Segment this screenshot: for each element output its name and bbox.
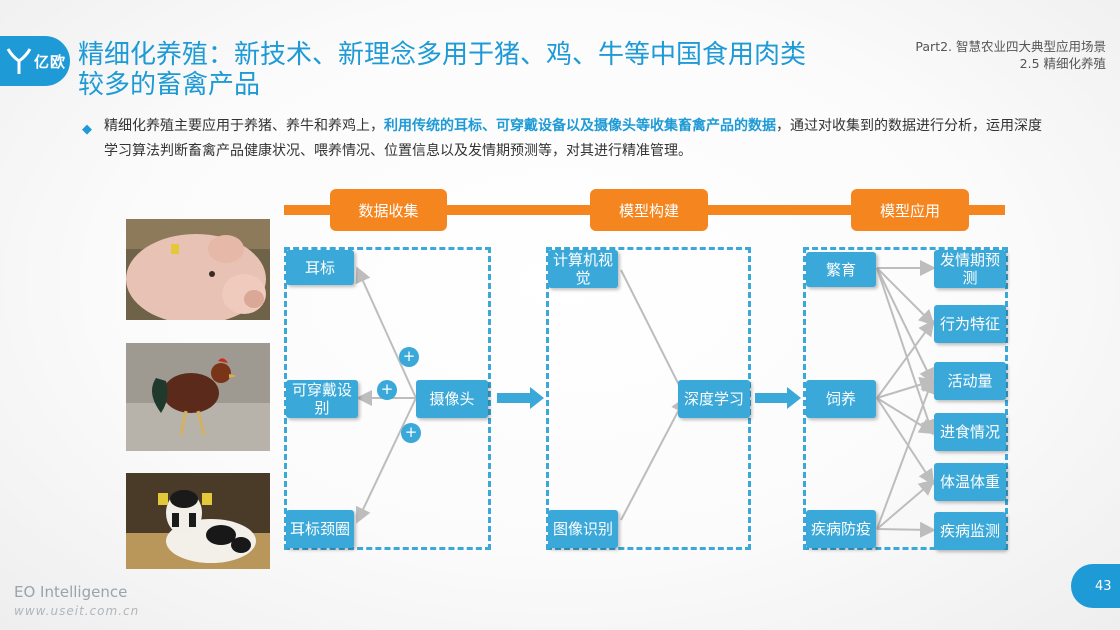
section-sub: 2.5 精细化养殖 <box>1019 56 1106 71</box>
stage-model-building: 模型构建 <box>590 189 708 231</box>
logo-mark-icon <box>6 48 32 74</box>
collect-box <box>284 247 491 550</box>
node-breeding: 繁育 <box>806 252 876 287</box>
node-disease-prevention: 疾病防疫 <box>806 510 876 548</box>
intro-paragraph: ◆ 精细化养殖主要应用于养猪、养牛和养鸡上，利用传统的耳标、可穿戴设备以及摄像头… <box>82 114 1052 164</box>
node-disease-monitoring: 疾病监测 <box>934 512 1006 550</box>
node-camera: 摄像头 <box>416 380 488 418</box>
node-behavior: 行为特征 <box>934 305 1006 343</box>
node-deep-learning: 深度学习 <box>678 380 750 418</box>
apply-box <box>803 247 1008 550</box>
intro-text-after: ，通过对收集到的数据进行分析，运用深度学习算法判断畜禽产品健康状况、喂养情况、位… <box>104 118 1042 159</box>
diamond-bullet-icon: ◆ <box>82 122 92 137</box>
title-line-2: 较多的畜禽产品 <box>78 70 261 100</box>
stage-bar-3 <box>708 205 851 215</box>
rooster-photo <box>126 343 270 451</box>
node-activity: 活动量 <box>934 362 1006 400</box>
pig-photo <box>126 219 270 320</box>
section-label: Part2. 智慧农业四大典型应用场景 2.5 精细化养殖 <box>915 38 1106 72</box>
flow-arrow-1 <box>497 387 544 409</box>
flow-arrow-2 <box>755 387 801 409</box>
intro-text-before: 精细化养殖主要应用于养猪、养牛和养鸡上， <box>104 118 384 134</box>
intro-highlight: 利用传统的耳标、可穿戴设备以及摄像头等收集畜禽产品的数据 <box>384 118 776 134</box>
node-intake: 进食情况 <box>934 413 1006 451</box>
node-ear-collar: 耳标颈圈 <box>286 510 354 548</box>
node-temperature-weight: 体温体重 <box>934 463 1006 501</box>
node-image-recognition: 图像识别 <box>548 510 618 548</box>
node-computer-vision: 计算机视觉 <box>548 250 618 288</box>
stage-bar-2 <box>447 205 590 215</box>
stage-bar-1 <box>284 205 330 215</box>
node-feeding: 饲养 <box>806 380 876 418</box>
node-wearable: 可穿戴设别 <box>286 380 358 418</box>
brand-logo: 亿欧 <box>0 36 70 86</box>
footer-brand: EO Intelligence <box>14 583 128 601</box>
page-title: 精细化养殖：新技术、新理念多用于猪、鸡、牛等中国食用肉类 较多的畜禽产品 <box>78 40 878 100</box>
stage-bar-4 <box>969 205 1005 215</box>
plus-icon-3: + <box>401 423 421 443</box>
calf-photo <box>126 473 270 569</box>
section-part: Part2. 智慧农业四大典型应用场景 <box>915 39 1106 54</box>
plus-icon-2: + <box>377 380 397 400</box>
logo-text: 亿欧 <box>34 52 67 71</box>
page-number: 43 <box>1071 564 1120 608</box>
title-line-1: 精细化养殖：新技术、新理念多用于猪、鸡、牛等中国食用肉类 <box>78 40 807 70</box>
footer-url: www.useit.com.cn <box>14 604 140 618</box>
plus-icon-1: + <box>399 347 419 367</box>
node-estrus-prediction: 发情期预测 <box>934 250 1006 288</box>
node-ear-tag: 耳标 <box>286 250 354 285</box>
stage-data-collection: 数据收集 <box>330 189 447 231</box>
stage-model-application: 模型应用 <box>851 189 969 231</box>
